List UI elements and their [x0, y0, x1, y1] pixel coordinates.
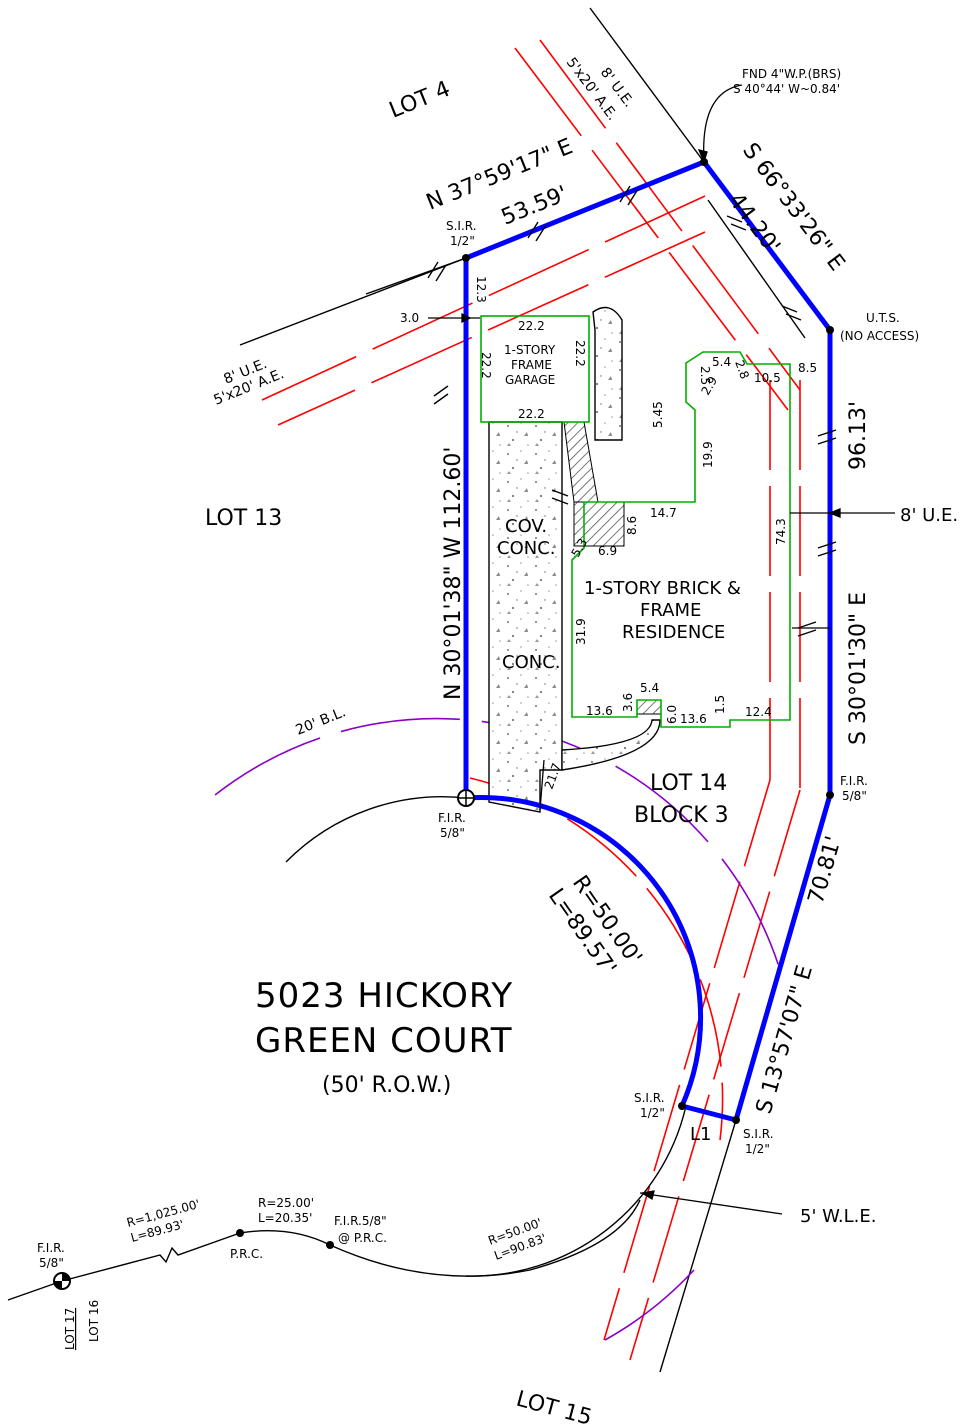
dim-105: 10.5 [754, 371, 781, 385]
dim-319: 31.9 [574, 618, 588, 645]
dim-54a: 5.4 [712, 355, 731, 369]
residence-label-2: FRAME [640, 600, 701, 621]
fir-west-label-2: 5/8" [440, 826, 465, 840]
curve2-radius: R=25.00' [258, 1196, 314, 1210]
fir-far-label-2: 5/8" [39, 1256, 64, 1270]
dim-15: 1.5 [713, 695, 727, 714]
fnd-pipe-label-2: S 40°44' W~0.84' [733, 82, 840, 96]
lot-17-label: LOT 17 [63, 1308, 77, 1350]
fir-west-label-1: F.I.R. [438, 811, 466, 825]
dim-garage-left: 22.2 [479, 352, 493, 379]
conc-label: CONC. [502, 652, 561, 673]
dim-garage-bottom: 22.2 [518, 407, 545, 421]
uts-label-2: (NO ACCESS) [840, 329, 919, 343]
bl-label: 20' B.L. [294, 704, 349, 738]
sir-s1-label-1: S.I.R. [634, 1091, 665, 1105]
lot-16-label: LOT 16 [87, 1300, 101, 1342]
residence-label-3: RESIDENCE [622, 622, 725, 643]
dim-54b: 5.4 [640, 681, 659, 695]
covered-areas [563, 421, 662, 715]
lot-15-label: LOT 15 [513, 1387, 594, 1427]
dim-199: 19.9 [701, 441, 715, 468]
fir-east-label-2: 5/8" [842, 789, 867, 803]
lot-14-label: LOT 14 [650, 771, 727, 796]
dim-25: 2.5 [698, 366, 712, 385]
fir-far-label-1: F.I.R. [37, 1241, 65, 1255]
covered-conc-label-2: CONC. [497, 538, 556, 559]
prc-label: P.R.C. [230, 1247, 263, 1261]
east-line-bearing: S 30°01'30" E [846, 592, 871, 745]
street-name-line1: 5023 HICKORY [255, 976, 513, 1016]
dim-124: 12.4 [745, 705, 772, 719]
dim-743: 74.3 [774, 518, 788, 545]
lot-4-label: LOT 4 [386, 77, 454, 124]
monuments [53, 158, 834, 1290]
uts-label-1: U.T.S. [866, 311, 900, 325]
sir-nw-label-1: S.I.R. [446, 219, 477, 233]
dim-69: 6.9 [598, 544, 617, 558]
dim-136a: 13.6 [586, 704, 613, 718]
garage-label-3: GARAGE [505, 373, 555, 387]
dim-85: 8.5 [798, 361, 817, 375]
dim-28: 2.8 [732, 358, 752, 381]
break-ticks [427, 185, 837, 637]
residence-label-1: 1-STORY BRICK & [584, 578, 741, 599]
dim-136b: 13.6 [680, 712, 707, 726]
curve2-length: L=20.35' [258, 1211, 312, 1225]
dim-60: 6.0 [665, 705, 679, 724]
sir-s2-label-2: 1/2" [745, 1142, 770, 1156]
street-name-line2: GREEN COURT [255, 1021, 512, 1061]
fir-east-label-1: F.I.R. [840, 774, 868, 788]
dim-offset-123: 12.3 [474, 276, 488, 303]
sir-nw-label-2: 1/2" [450, 234, 475, 248]
sir-s1-label-2: 1/2" [640, 1106, 665, 1120]
street-row: (50' R.O.W.) [322, 1073, 451, 1098]
street-right-of-way [61, 796, 687, 1282]
east-line-distance: 96.13' [846, 401, 871, 470]
dim-garage-right: 22.2 [573, 340, 587, 367]
dim-36: 3.6 [621, 693, 635, 712]
ue-right-label: 8' U.E. [900, 505, 958, 526]
dim-545: 5.45 [651, 401, 665, 428]
structures [480, 315, 791, 728]
north-line-distance: 53.59' [498, 182, 571, 231]
block-3-label: BLOCK 3 [634, 803, 729, 828]
dim-offset-3: 3.0 [400, 311, 419, 325]
dim-147: 14.7 [650, 506, 677, 520]
covered-conc-label-1: COV. [505, 516, 547, 537]
at-prc-label: @ P.R.C. [338, 1231, 387, 1245]
adjacent-lot-lines [7, 7, 831, 1373]
west-line-bearing: N 30°01'38" W 112.60' [441, 447, 466, 700]
leaders [428, 84, 895, 1215]
wle-label: 5' W.L.E. [800, 1206, 876, 1227]
line-l1-label: L1 [690, 1124, 711, 1145]
garage-label-2: FRAME [511, 358, 552, 372]
garage-label-1: 1-STORY [504, 343, 556, 357]
fnd-pipe-label-1: FND 4"W.P.(BRS) [742, 67, 841, 81]
sir-s2-label-1: S.I.R. [743, 1127, 774, 1141]
lot-13-label: LOT 13 [205, 506, 282, 531]
driveway [488, 306, 661, 813]
dim-86: 8.6 [625, 516, 639, 535]
fir-prc-label: F.I.R.5/8" [334, 1214, 387, 1228]
dim-garage-top: 22.2 [518, 319, 545, 333]
